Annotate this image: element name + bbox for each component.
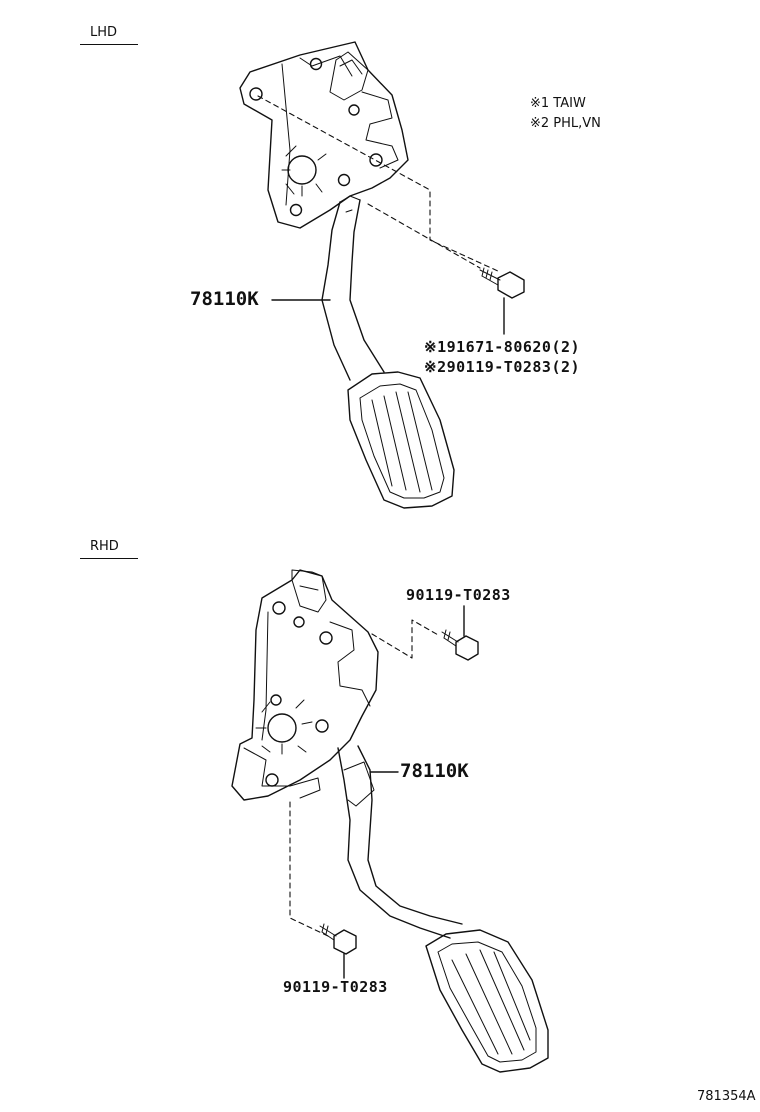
lhd-section-label: LHD: [80, 25, 138, 45]
rhd-pedal-part-number: 78110K: [400, 760, 469, 782]
lhd-bolt-part-number-2: ※290119-T0283(2): [424, 358, 581, 376]
lhd-note-2: ※2 PHL,VN: [530, 116, 601, 131]
lhd-pedal-assembly: [239, 41, 501, 509]
rhd-bottom-bolt-part-number: 90119-T0283: [283, 978, 388, 996]
rhd-bottom-bolt: [319, 923, 357, 979]
rhd-top-bolt-part-number: 90119-T0283: [406, 586, 511, 604]
rhd-top-bolt: [441, 605, 479, 661]
rhd-section-label: RHD: [80, 539, 138, 559]
lhd-section-label-text: LHD: [90, 25, 118, 40]
lhd-bolt-part-number-1: ※191671-80620(2): [424, 338, 581, 356]
lhd-section-rule: [80, 44, 138, 45]
rhd-section-label-text: RHD: [90, 539, 119, 554]
rhd-pedal-assembly: [231, 569, 549, 1073]
lhd-pedal-part-number: 78110K: [190, 288, 259, 310]
lhd-note-1: ※1 TAIW: [530, 96, 586, 111]
lhd-bolt: [479, 267, 525, 335]
diagram-code: 781354A: [697, 1089, 756, 1104]
rhd-section-rule: [80, 558, 138, 559]
